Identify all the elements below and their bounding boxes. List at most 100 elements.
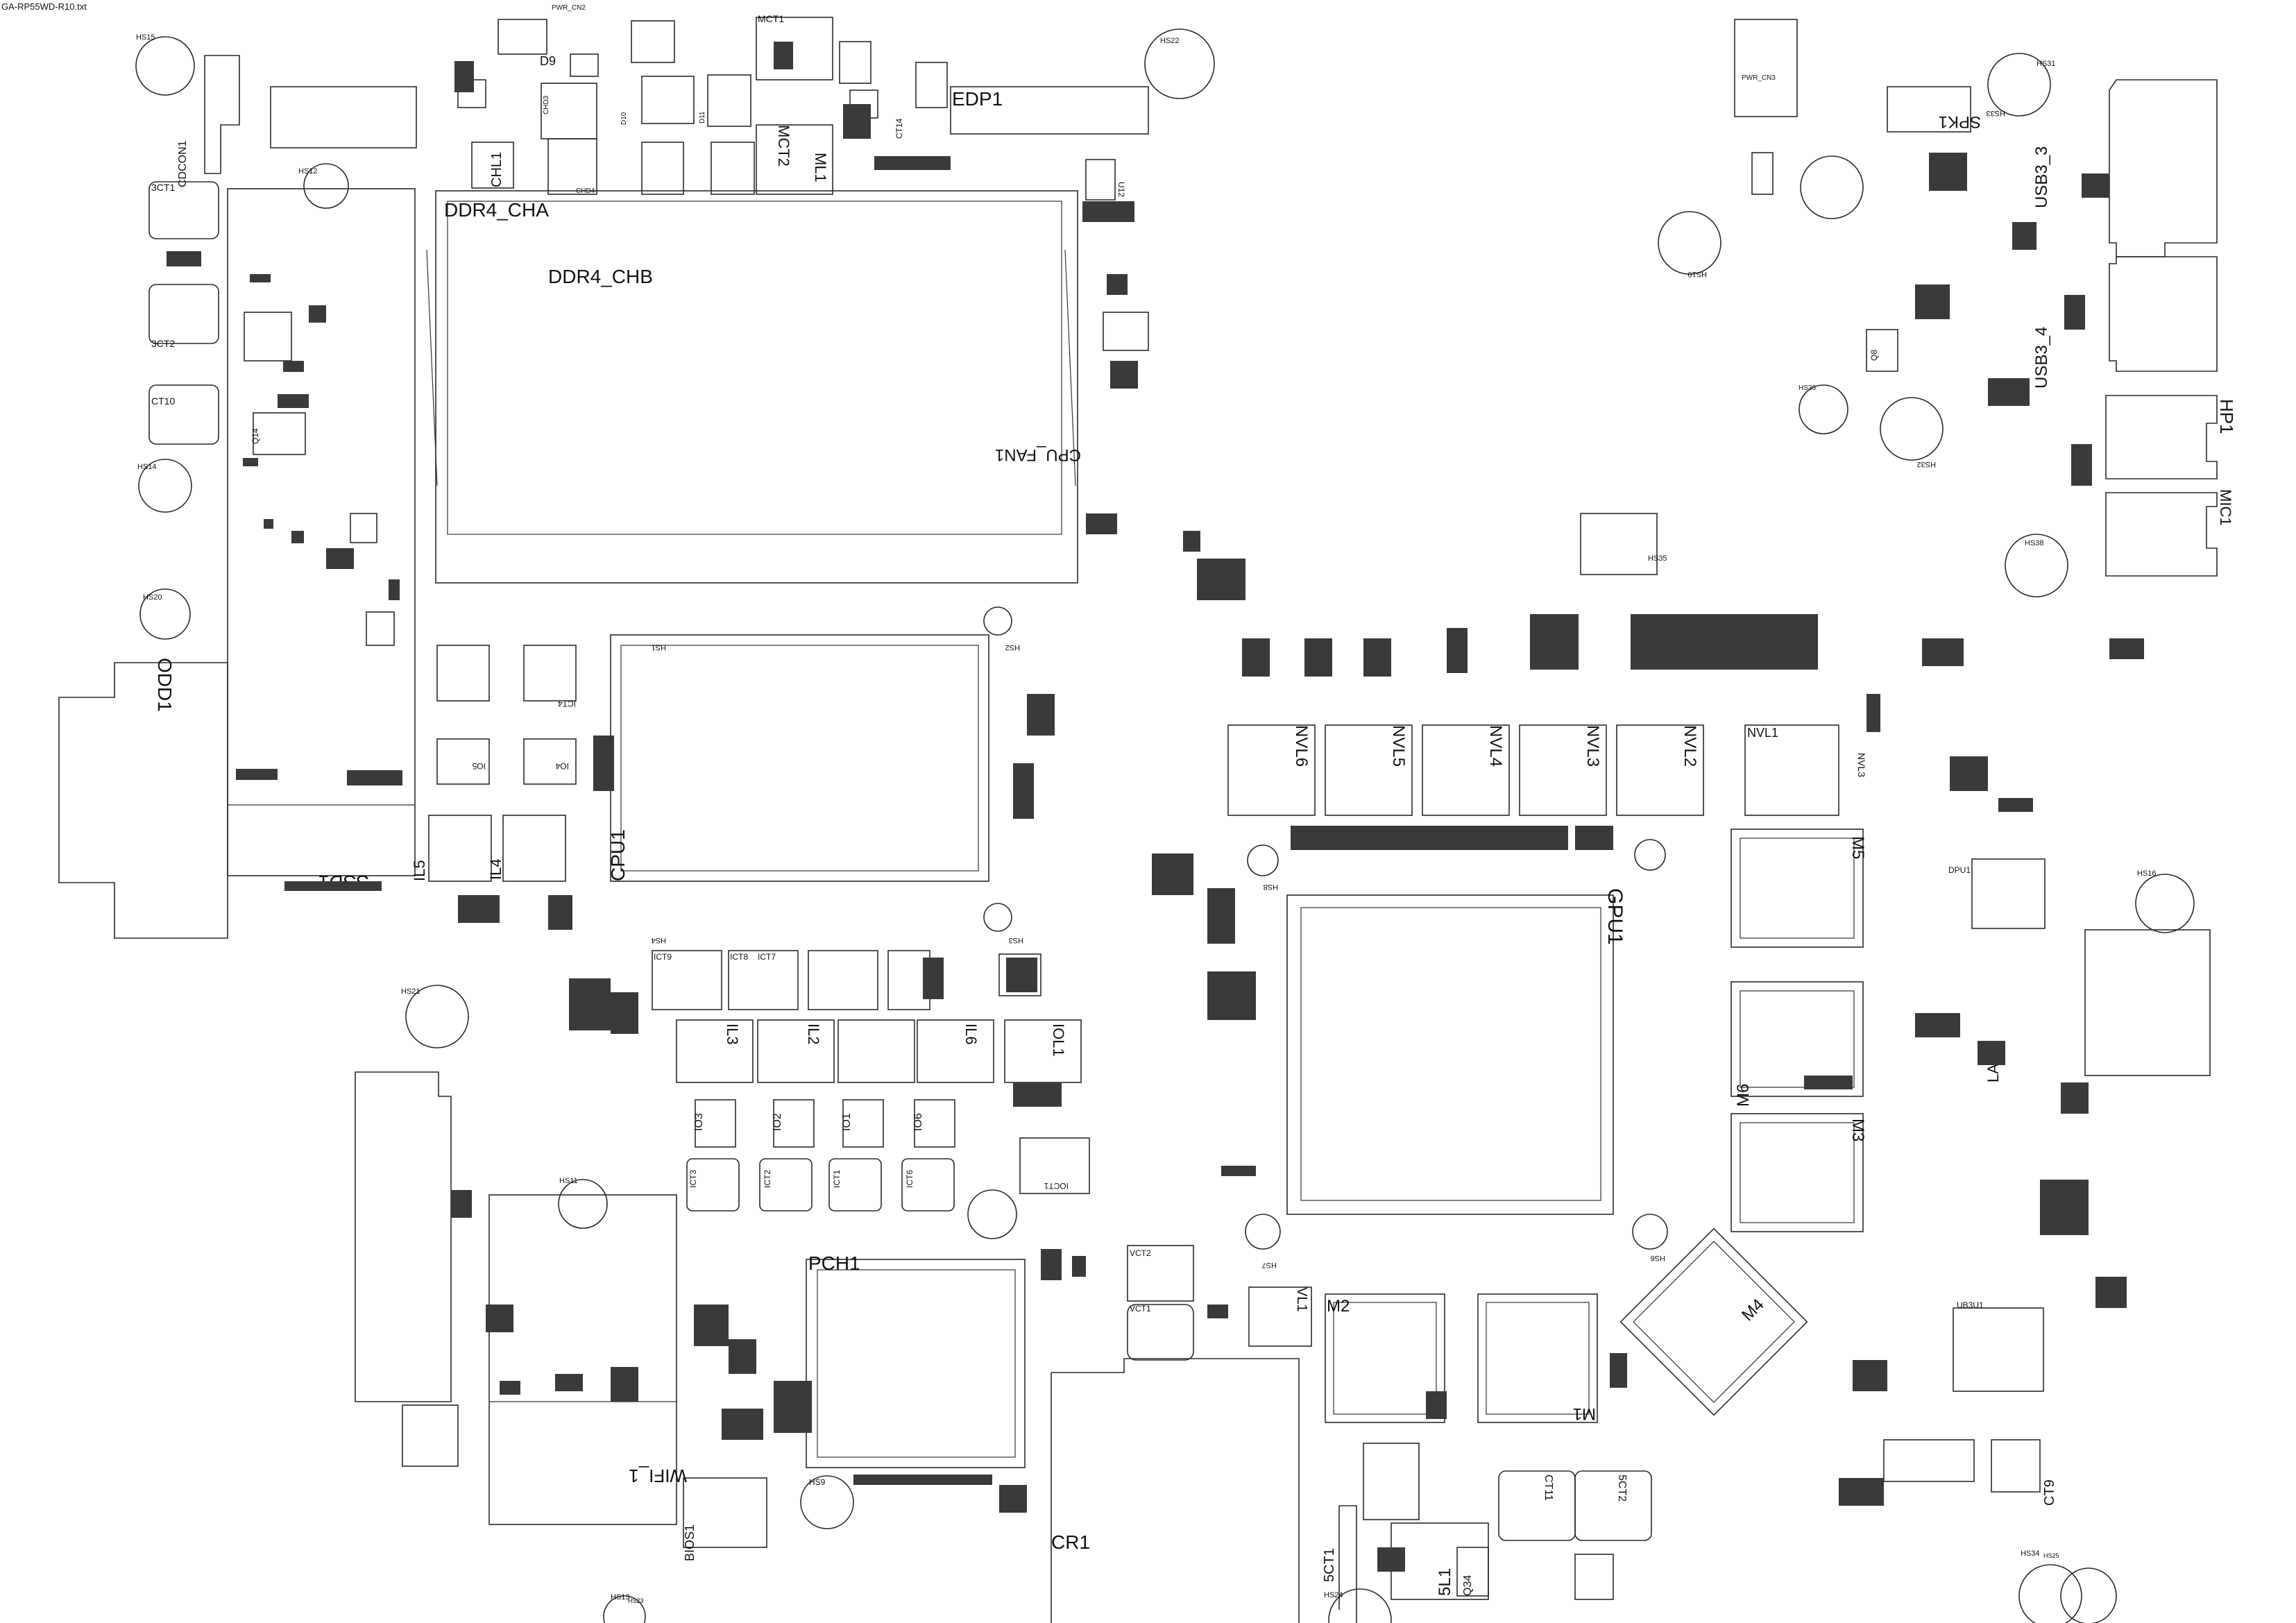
label-il4: IL4: [487, 858, 504, 880]
heatsink-hs21: [405, 985, 469, 1048]
inductor-il5: [428, 815, 492, 882]
inductor-chl1: [471, 142, 514, 189]
label-io1: IO1: [841, 1113, 853, 1131]
label-hs33: HS33: [1986, 109, 2005, 117]
label-5l1: 5L1: [1436, 1568, 1454, 1596]
label-nvl4: NVL4: [1486, 725, 1505, 767]
label-il6: IL6: [962, 1023, 980, 1045]
label-hs13: HS13: [611, 1593, 630, 1601]
label-io3: IO3: [693, 1113, 705, 1131]
label-hs12: HS12: [298, 167, 318, 176]
chip-left-1: [244, 312, 292, 362]
cap-ict3: [686, 1158, 740, 1212]
label-il2: IL2: [805, 1023, 822, 1045]
label-odd1: ODD1: [154, 658, 176, 712]
label-mct2: MCT2: [775, 125, 792, 167]
cap-io5: [436, 645, 490, 702]
label-hs11: HS11: [559, 1177, 578, 1185]
label-nvl2: NVL2: [1681, 725, 1699, 767]
chip-small-ssd: [366, 611, 395, 646]
label-hs4: HS4: [652, 936, 666, 944]
cap-ict-row-3: [808, 950, 878, 1010]
label-3ct1: 3CT1: [151, 182, 175, 193]
memory-m2: [1325, 1293, 1445, 1423]
label-dpu1: DPU1: [1948, 865, 1971, 875]
label-hs14: HS14: [137, 463, 157, 471]
label-chl1: CHL1: [489, 152, 504, 187]
slot-wifi1: [488, 1194, 677, 1525]
label-nvl3-small: NVL3: [1856, 753, 1867, 777]
label-io4: IO4: [555, 761, 569, 771]
label-pwr-cn2: PWR_CN2: [552, 4, 586, 12]
chip-top-3: [711, 142, 755, 195]
connector-pwr-cn3: [1734, 19, 1798, 117]
heatsink-hs20: [139, 588, 191, 640]
label-pwr-cn3: PWR_CN3: [1742, 74, 1776, 82]
mosfet-io2: [773, 1099, 815, 1148]
heatsink-hs9: [800, 1475, 854, 1529]
connector-edp1: [950, 86, 1149, 135]
label-hs36: HS36: [1798, 384, 1816, 392]
label-d9: D9: [540, 54, 556, 68]
jack-hp1: [2105, 395, 2218, 479]
memory-m5: [1730, 829, 1864, 948]
chip-iol-top: [998, 953, 1041, 996]
label-cdcon1: CDCON1: [177, 140, 189, 187]
inductor-mct1: [756, 17, 833, 80]
inductor-iol1: [1004, 1019, 1082, 1083]
pch-die: [817, 1269, 1016, 1458]
cpu-die-outline: [620, 645, 979, 872]
label-q34: Q34: [1462, 1575, 1474, 1596]
heatsink-hs2: [983, 606, 1012, 636]
label-vct1: VCT1: [1130, 1304, 1151, 1314]
ddr4-slot-cha: [435, 190, 1078, 584]
label-vl1: VL1: [1294, 1287, 1309, 1312]
inductor-io4: [523, 738, 577, 785]
jack-mic1: [2105, 492, 2218, 577]
label-m3: M3: [1848, 1119, 1867, 1141]
label-hs34: HS34: [2021, 1549, 2040, 1558]
label-ict9: ICT9: [654, 952, 672, 962]
label-io6: IO6: [912, 1113, 924, 1131]
inductor-nvl6: [1227, 724, 1316, 816]
label-hs23: HS23: [628, 1597, 644, 1604]
label-nvl6: NVL6: [1292, 725, 1311, 767]
label-q14: Q14: [250, 428, 260, 444]
label-hs25: HS25: [2043, 1552, 2059, 1559]
chip-dpu1: [1971, 858, 2046, 929]
mosfet-q34: [1456, 1547, 1489, 1597]
label-ict7: ICT7: [758, 952, 776, 962]
chip-pch1: [806, 1259, 1026, 1468]
gpu-package: [1286, 894, 1614, 1215]
chip-cpu-fan: [1103, 312, 1149, 351]
inductor-il2: [757, 1019, 835, 1083]
chip-u8: [350, 513, 377, 543]
inductor-il3: [676, 1019, 754, 1083]
heatsink-hs6: [1632, 1214, 1668, 1250]
label-bios1: BIOS1: [683, 1524, 697, 1561]
label-usb3-4: USB3_4: [2032, 327, 2051, 389]
inductor-il6: [917, 1019, 994, 1083]
label-m6: M6: [1734, 1084, 1753, 1107]
label-spk1: SPK1: [1939, 112, 1981, 131]
chip-d10: [641, 76, 695, 124]
cap-ict9: [652, 950, 722, 1010]
inductor-nvl4: [1422, 724, 1510, 816]
cap-ict8-ict7: [728, 950, 799, 1010]
label-ict8: ICT8: [730, 952, 748, 962]
heatsink-hs7: [1245, 1214, 1281, 1250]
chip-top-4: [839, 41, 871, 84]
heatsink-hs3: [983, 903, 1012, 932]
cap-ct10: [148, 384, 219, 445]
inductor-il4: [502, 815, 566, 882]
label-hs21: HS21: [401, 987, 420, 996]
chip-q8: [1866, 329, 1898, 372]
label-d10: D10: [620, 112, 628, 125]
label-pch1: PCH1: [808, 1252, 860, 1274]
cap-top-2: [915, 62, 948, 108]
label-ddr4-chb: DDR4_CHB: [548, 266, 653, 287]
ddr4-slot-chb: [447, 201, 1062, 535]
heatsink-ict-right: [967, 1189, 1017, 1239]
inductor-il1: [837, 1019, 915, 1083]
chip-q14: [253, 412, 306, 455]
